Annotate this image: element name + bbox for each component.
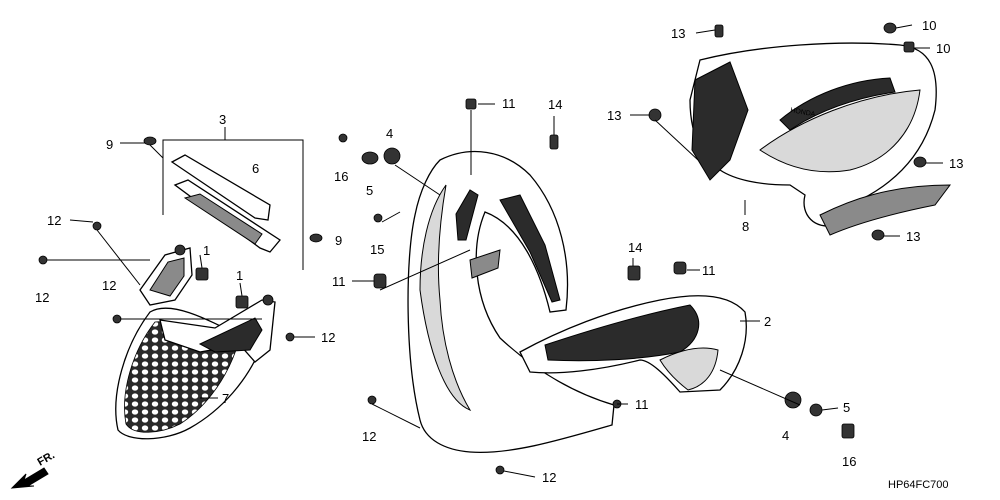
callout-7: 7 <box>222 391 229 406</box>
callout-5: 5 <box>843 400 850 415</box>
callout-4: 4 <box>782 428 789 443</box>
callout-12: 12 <box>47 213 61 228</box>
callout-labels: 1 1 2 3 4 4 5 5 6 7 8 9 9 10 10 11 11 11… <box>35 18 963 491</box>
leader-lines <box>47 24 943 478</box>
fasteners-left <box>38 136 323 342</box>
callout-3: 3 <box>219 112 226 127</box>
callout-12: 12 <box>542 470 556 485</box>
diagram-code: HP64FC700 <box>888 479 949 491</box>
callout-12: 12 <box>35 290 49 305</box>
callout-16: 16 <box>842 454 856 469</box>
callout-6: 6 <box>252 161 259 176</box>
callout-13: 13 <box>607 108 621 123</box>
front-direction-arrow <box>10 467 49 489</box>
side-panel-2 <box>519 295 747 393</box>
callout-14: 14 <box>548 97 562 112</box>
callout-8: 8 <box>742 219 749 234</box>
svg-text:HONDA: HONDA <box>790 107 816 118</box>
callout-1: 1 <box>236 268 243 283</box>
callout-9: 9 <box>106 137 113 152</box>
callout-11: 11 <box>702 263 716 278</box>
callout-2: 2 <box>764 314 771 329</box>
callout-12: 12 <box>102 278 116 293</box>
assembly-bracket-3 <box>162 127 304 270</box>
headlight-bracket <box>139 247 276 363</box>
callout-13: 13 <box>671 26 685 41</box>
front-direction-label: FR. <box>36 449 57 468</box>
upper-cowl-8: HONDA <box>689 42 952 236</box>
callout-9: 9 <box>335 233 342 248</box>
callout-15: 15 <box>370 242 384 257</box>
callout-12: 12 <box>321 330 335 345</box>
front-cowl-panel <box>407 150 615 454</box>
callout-11: 11 <box>332 274 346 289</box>
callout-11: 11 <box>502 96 516 111</box>
callout-12: 12 <box>362 429 376 444</box>
callout-16: 16 <box>334 169 348 184</box>
callout-5: 5 <box>366 183 373 198</box>
callout-13: 13 <box>949 156 963 171</box>
callout-14: 14 <box>628 240 642 255</box>
callout-1: 1 <box>203 243 210 258</box>
callout-11: 11 <box>635 397 649 412</box>
callout-4: 4 <box>386 126 393 141</box>
callout-13: 13 <box>906 229 920 244</box>
callout-10: 10 <box>922 18 936 33</box>
callout-10: 10 <box>936 41 950 56</box>
upper-bracket-assembly <box>170 154 281 253</box>
